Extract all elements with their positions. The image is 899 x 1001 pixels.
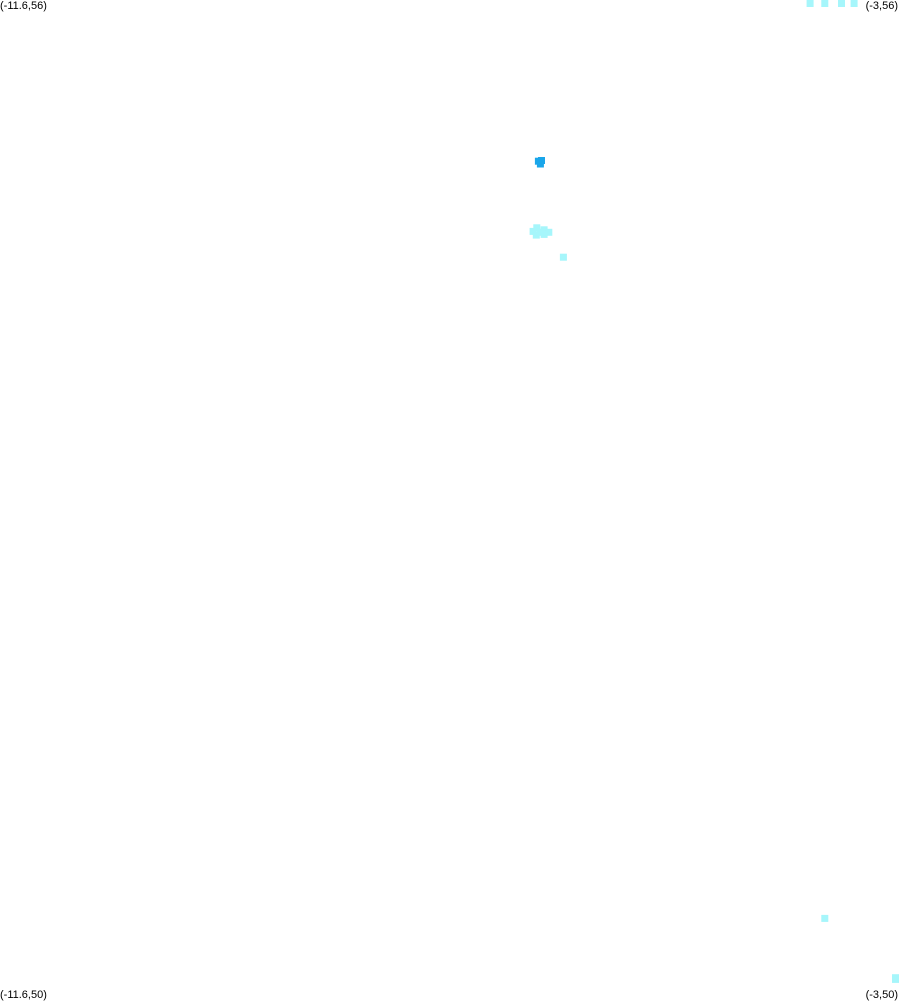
corner-label-bottom-right: (-3,50)	[865, 989, 898, 1001]
map-marker-12[interactable]	[540, 230, 548, 238]
corner-label-bottom-left: (-11.6,50)	[0, 989, 47, 1001]
map-marker-9[interactable]	[536, 228, 544, 236]
map-marker-6[interactable]	[538, 157, 545, 164]
map-marker-11[interactable]	[545, 228, 553, 236]
map-marker-8[interactable]	[540, 226, 548, 234]
map-marker-1[interactable]	[838, 0, 845, 7]
map-marker-15[interactable]	[821, 914, 829, 922]
map-marker-10[interactable]	[529, 227, 537, 235]
map-marker-13[interactable]	[532, 231, 540, 239]
map-marker-2[interactable]	[821, 0, 829, 7]
map-marker-17[interactable]	[892, 974, 899, 982]
map-marker-0[interactable]	[850, 0, 858, 7]
map-marker-7[interactable]	[533, 224, 541, 232]
corner-label-top-right: (-3,56)	[865, 0, 898, 12]
corner-label-top-left: (-11.6,56)	[0, 0, 47, 12]
map-marker-3[interactable]	[806, 0, 814, 7]
map-marker-14[interactable]	[559, 253, 567, 261]
